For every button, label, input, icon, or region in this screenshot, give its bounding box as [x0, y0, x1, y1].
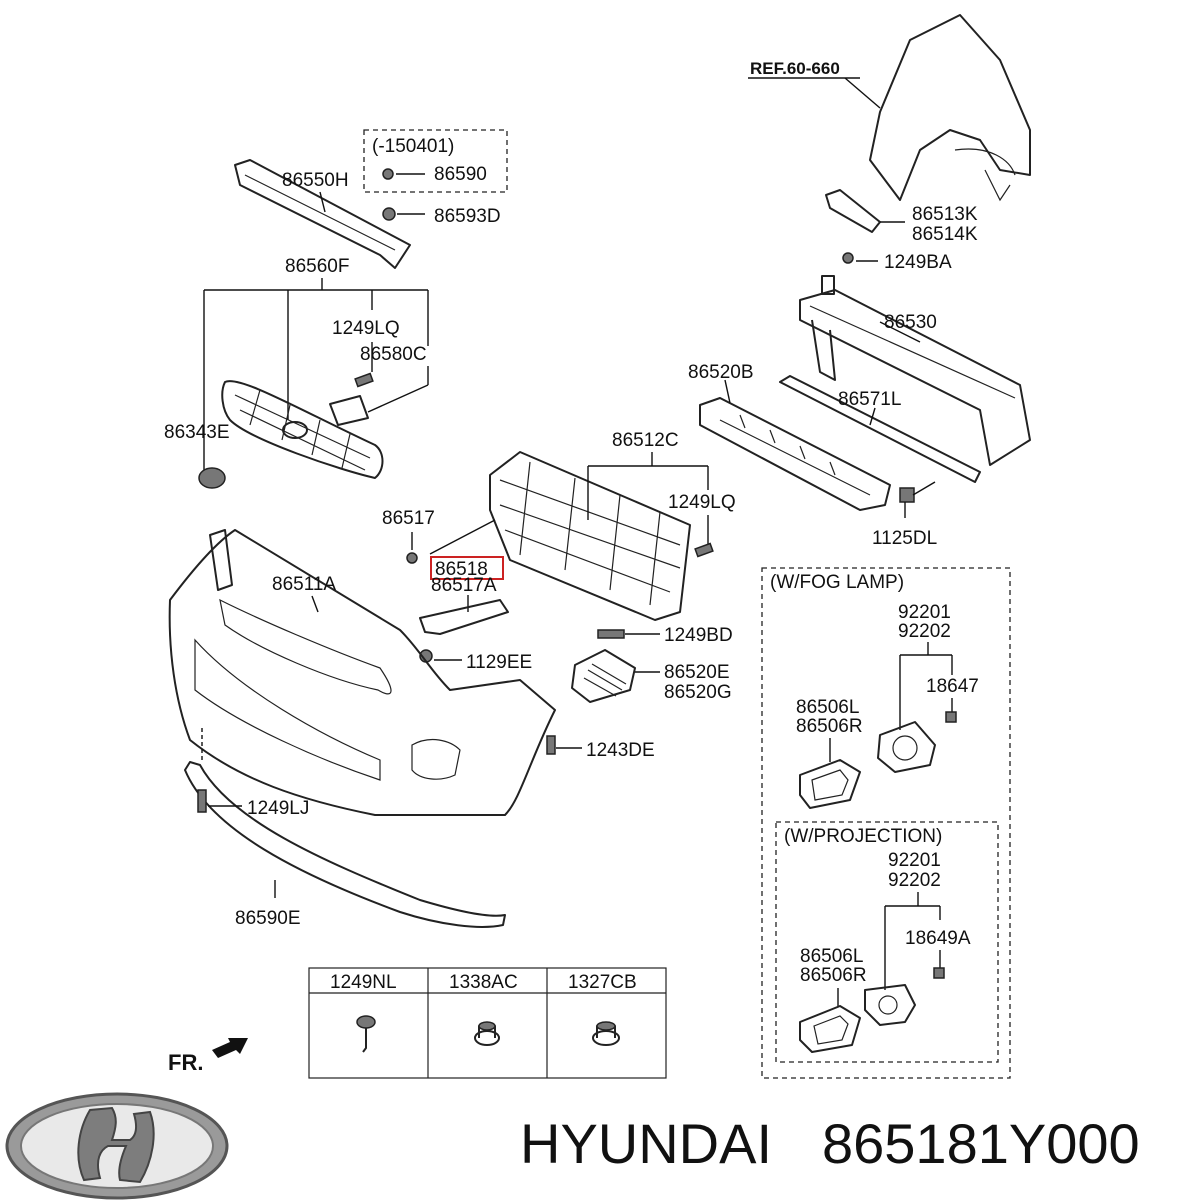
lower-molding-drawing	[184, 761, 506, 928]
label-86517A: 86517A	[431, 575, 497, 596]
screw-1249LQ-lower-icon	[694, 542, 714, 558]
fog-lamp-drawing	[877, 721, 936, 773]
side-bracket-drawing	[825, 189, 881, 233]
fog-cover-drawing	[571, 649, 636, 703]
label-86571L: 86571L	[838, 389, 901, 410]
nut-1338AC-icon	[474, 1021, 500, 1046]
screw-1249NL-icon	[356, 1015, 376, 1053]
proj-label-92202: 92202	[888, 870, 941, 891]
fog-label-86506L: 86506L	[796, 697, 859, 718]
label-86590: 86590	[434, 164, 487, 185]
label-86580C: 86580C	[360, 344, 427, 365]
projection-bezel-drawing	[799, 1005, 861, 1053]
fender-drawing	[869, 14, 1031, 202]
part-number: 865181Y000	[822, 1112, 1140, 1175]
inset-date-title: (-150401)	[372, 136, 454, 157]
foam-rail-drawing	[779, 375, 981, 483]
screw-1249BD-icon	[597, 629, 625, 639]
label-86513K: 86513K	[912, 204, 978, 225]
fastener-table	[308, 967, 667, 1079]
fog-clip-icon	[945, 711, 957, 723]
clip-86593D-icon	[382, 207, 396, 221]
screw-1249LJ-icon	[197, 789, 207, 813]
proj-label-18649A: 18649A	[905, 928, 971, 949]
fog-label-18647: 18647	[926, 676, 979, 697]
reference-label: REF.60-660	[750, 59, 840, 78]
label-86560F: 86560F	[285, 256, 349, 277]
fog-label-92202: 92202	[898, 621, 951, 642]
label-1249BA: 1249BA	[884, 252, 952, 273]
inset-projection-title: (W/PROJECTION)	[784, 826, 942, 847]
inset-fog-lamp-box	[761, 567, 1011, 1079]
fog-label-92201: 92201	[898, 602, 951, 623]
proj-label-86506R: 86506R	[800, 965, 867, 986]
inset-fog-title: (W/FOG LAMP)	[770, 572, 904, 593]
energy-absorber-drawing	[699, 397, 891, 511]
table-header-1249NL: 1249NL	[330, 972, 397, 993]
proj-label-92201: 92201	[888, 850, 941, 871]
label-86514K: 86514K	[912, 224, 978, 245]
front-direction-arrow-icon	[212, 1038, 248, 1058]
proj-clip-icon	[933, 967, 945, 979]
projection-lamp-drawing	[864, 984, 916, 1026]
bracket-86580C-drawing	[329, 395, 369, 426]
brand-name: HYUNDAI	[520, 1112, 772, 1175]
label-1129EE: 1129EE	[466, 652, 532, 673]
label-1249LQ-lower: 1249LQ	[668, 492, 736, 513]
label-86530: 86530	[884, 312, 937, 333]
screw-1243DE-icon	[546, 735, 556, 755]
fog-label-86506R: 86506R	[796, 716, 863, 737]
label-86520B: 86520B	[688, 362, 754, 383]
bolt-1249BA-icon	[842, 252, 854, 264]
clip-86590-icon	[382, 168, 394, 180]
inset-date-box	[363, 129, 508, 193]
label-86518: 86518	[435, 559, 488, 580]
label-1125DL: 1125DL	[872, 528, 937, 549]
bumper-cover-drawing	[168, 529, 556, 816]
label-1243DE: 1243DE	[586, 740, 655, 761]
highlight-86518-box	[430, 556, 504, 580]
label-86512C: 86512C	[612, 430, 679, 451]
clip-86517-icon	[406, 552, 418, 564]
screw-1249LQ-icon	[354, 372, 374, 388]
hyundai-logo-icon	[5, 1092, 229, 1200]
label-1249LJ: 1249LJ	[247, 798, 309, 819]
front-direction-label: FR.	[168, 1050, 203, 1075]
emblem-icon	[198, 467, 226, 489]
table-header-1327CB: 1327CB	[568, 972, 637, 993]
bumper-bracket-drawing	[419, 599, 509, 635]
proj-label-86506L: 86506L	[800, 946, 863, 967]
nut-1327CB-icon	[592, 1021, 620, 1046]
fog-bezel-drawing	[799, 759, 861, 809]
upper-member-drawing	[234, 159, 411, 269]
label-86520E: 86520E	[664, 662, 730, 683]
label-1249BD: 1249BD	[664, 625, 733, 646]
bolt-1125DL-icon	[899, 487, 915, 503]
label-86511A: 86511A	[272, 574, 336, 595]
label-86343E: 86343E	[164, 422, 230, 443]
label-86590E: 86590E	[235, 908, 301, 929]
label-86550H: 86550H	[282, 170, 349, 191]
radiator-grille-drawing	[221, 380, 384, 479]
bumper-beam-drawing	[799, 275, 1031, 466]
lower-grille-drawing	[489, 451, 691, 621]
label-86593D: 86593D	[434, 206, 501, 227]
label-1249LQ-upper: 1249LQ	[332, 318, 400, 339]
label-86520G: 86520G	[664, 682, 732, 703]
table-header-1338AC: 1338AC	[449, 972, 518, 993]
label-86517: 86517	[382, 508, 435, 529]
inset-projection-box	[775, 821, 999, 1063]
